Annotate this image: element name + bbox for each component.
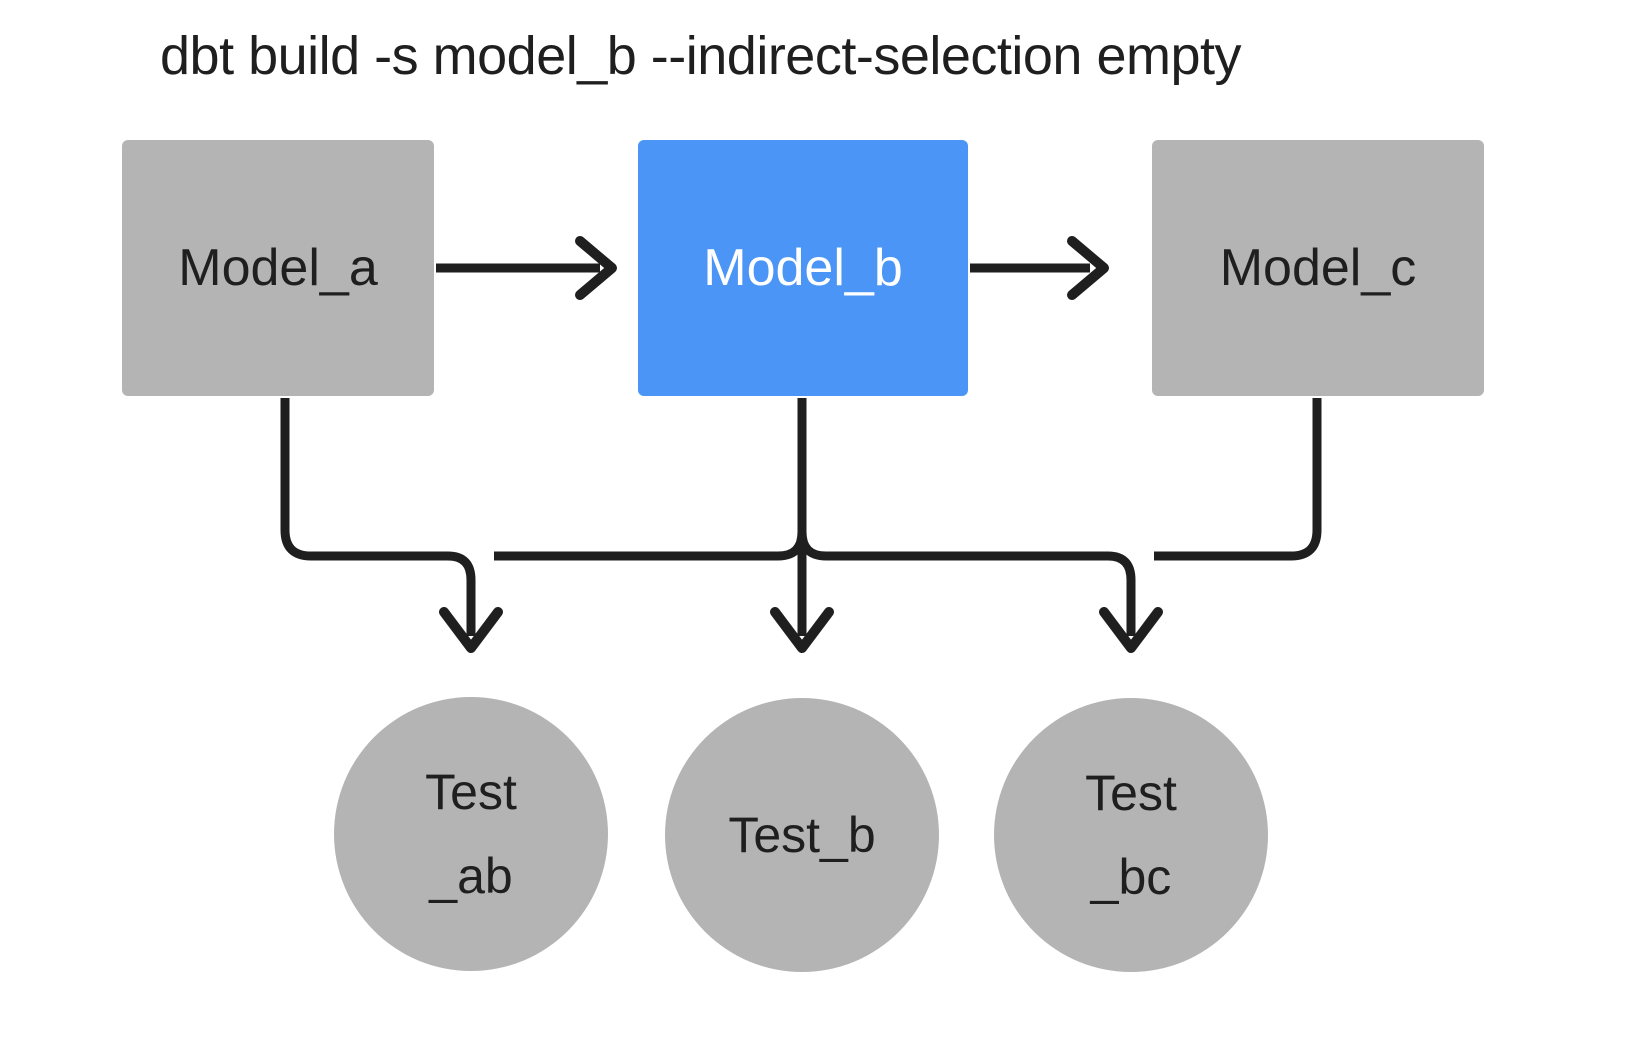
diagram-title: dbt build -s model_b --indirect-selectio…: [160, 26, 1242, 86]
node-test-bc[interactable]: Test _bc: [994, 698, 1268, 972]
node-test-b[interactable]: Test_b: [665, 698, 939, 972]
edge-model-a-to-test-ab: [280, 398, 503, 653]
edge-model-a-to-model-b: [436, 236, 617, 300]
edge-model-b-to-model-c: [970, 236, 1109, 300]
edge-model-c-to-test-bc: [1154, 398, 1322, 561]
node-test-bc-label: Test _bc: [1085, 765, 1177, 905]
node-test-ab-label: Test _ab: [425, 764, 517, 904]
node-model-b-label: Model_b: [703, 239, 903, 297]
node-model-c-label: Model_c: [1219, 239, 1417, 297]
edge-model-b-to-test-bc: [797, 398, 1163, 653]
edge-model-b-to-test-b: [770, 398, 834, 653]
node-model-a[interactable]: Model_a: [122, 140, 434, 396]
edge-model-b-to-test-ab: [494, 398, 807, 561]
node-model-a-label: Model_a: [178, 239, 378, 297]
node-model-b[interactable]: Model_b: [638, 140, 968, 396]
node-test-ab[interactable]: Test _ab: [334, 697, 608, 971]
node-test-b-label: Test_b: [728, 807, 876, 863]
node-model-c[interactable]: Model_c: [1152, 140, 1484, 396]
